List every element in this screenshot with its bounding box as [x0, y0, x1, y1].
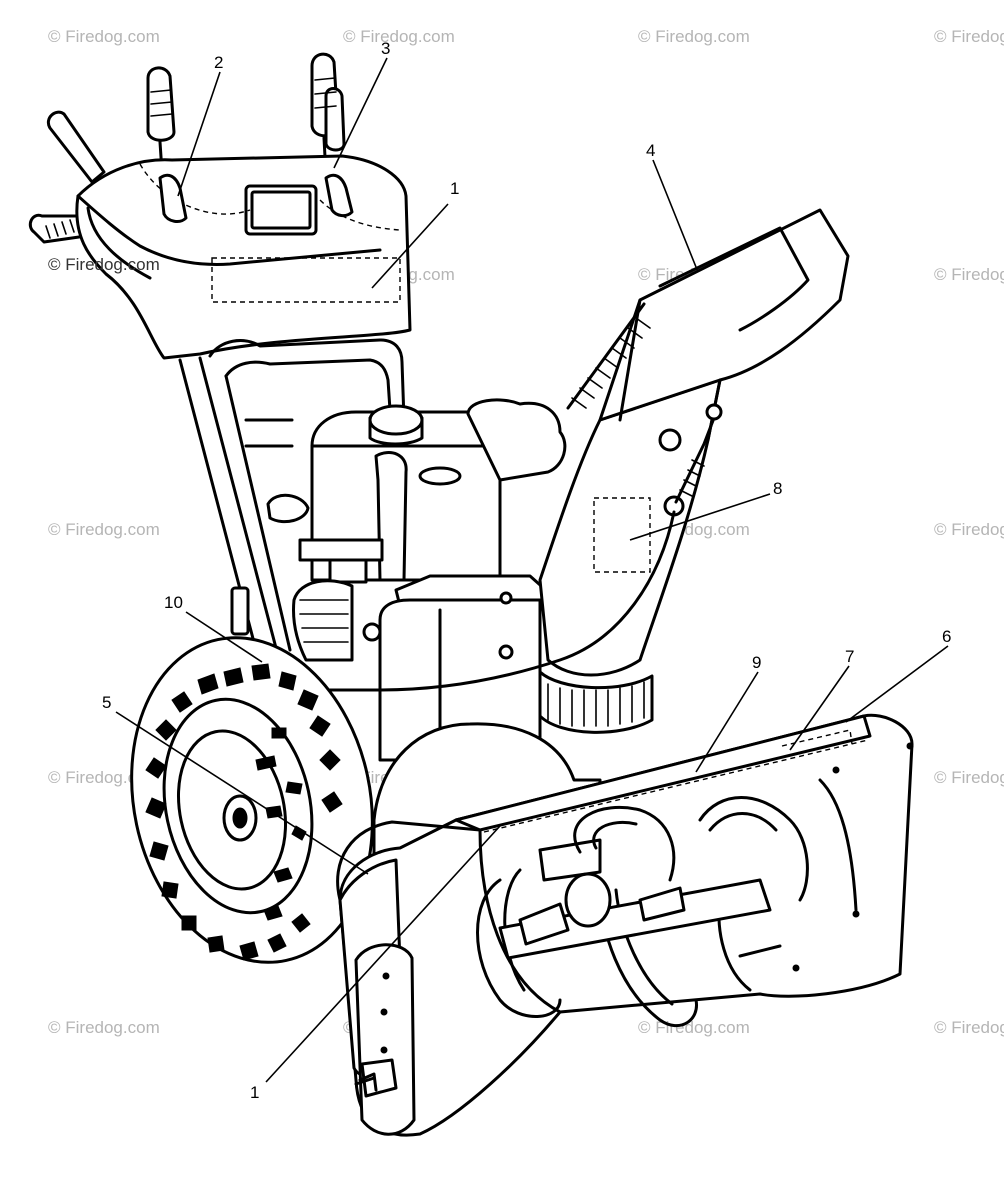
handlebar-grips — [28, 110, 106, 244]
watermark: © Firedog.com — [343, 27, 455, 46]
callout-2: 2 — [214, 53, 223, 72]
chute-cable — [328, 510, 676, 692]
watermark: © Firedog.com — [48, 27, 160, 46]
watermark: © Firedog.com — [48, 520, 160, 539]
callout-9: 9 — [752, 653, 761, 672]
watermark: © Firedog.com — [638, 1018, 750, 1037]
watermark: © Firedog.com — [934, 265, 1004, 284]
watermark-dark: © Firedog.com — [48, 255, 160, 274]
callout-3: 3 — [381, 39, 390, 58]
callout-8: 8 — [773, 479, 782, 498]
auger-housing — [336, 713, 914, 1137]
callout-labels: 2 3 1 4 8 6 7 9 10 5 1 — [102, 39, 951, 1102]
watermark: © Firedog.com — [48, 1018, 160, 1037]
callout-6: 6 — [942, 627, 951, 646]
watermark: © Firedog.com — [934, 27, 1004, 46]
watermark: © Firedog.com — [934, 768, 1004, 787]
discharge-chute — [538, 208, 850, 734]
control-panel — [75, 154, 412, 360]
handle-frame — [178, 338, 406, 652]
callout-5: 5 — [102, 693, 111, 712]
watermark: © Firedog.com — [638, 27, 750, 46]
control-levers — [146, 52, 346, 178]
tire-tread — [145, 663, 343, 961]
watermark: © Firedog.com — [934, 520, 1004, 539]
callout-leaders — [115, 57, 949, 1083]
callout-1-bottom: 1 — [250, 1083, 259, 1102]
callout-4: 4 — [646, 141, 655, 160]
callout-1-top: 1 — [450, 179, 459, 198]
callout-7: 7 — [845, 647, 854, 666]
watermark: © Firedog.com — [934, 1018, 1004, 1037]
auger-spirals — [476, 796, 809, 1027]
callout-10: 10 — [164, 593, 183, 612]
engine — [266, 398, 567, 762]
